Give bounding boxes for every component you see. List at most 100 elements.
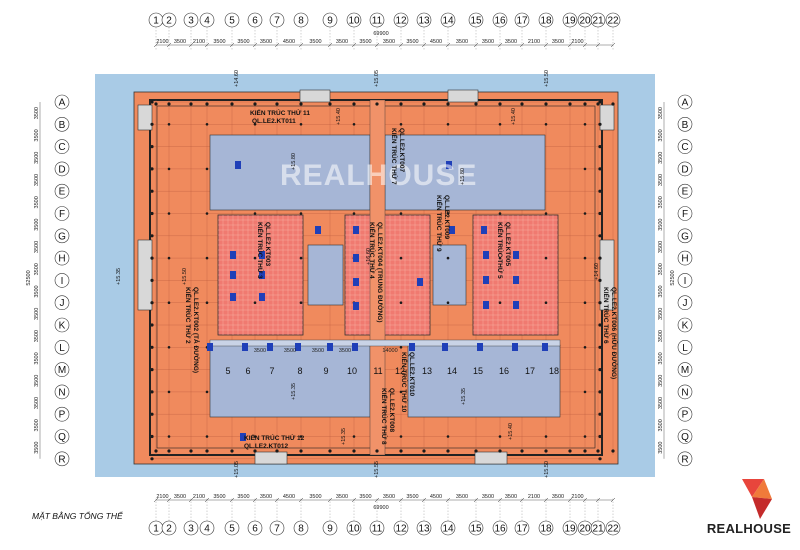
svg-text:22: 22 [607,524,619,535]
axis-bubble: C [677,139,693,154]
svg-text:QL.LE2.KT011: QL.LE2.KT011 [252,118,296,125]
total-width-bottom: 69900 [373,505,388,511]
svg-text:11: 11 [372,16,383,27]
axis-bubble: D [677,161,693,177]
courtyard-south-east [407,344,561,418]
dimension-label: 3500 [34,352,40,364]
svg-text:Q: Q [58,432,66,443]
elevation-tag: +15.35 [341,428,347,445]
svg-text:QL.LE2.KT006 (HỮU ĐƯỜNG): QL.LE2.KT006 (HỮU ĐƯỜNG) [610,287,619,379]
courtyard-south-west [209,344,371,418]
room-number: 6 [245,366,250,376]
svg-text:7: 7 [274,524,280,535]
label-kt006: KIẾN TRÚC THỨ 6 QL.LE2.KT006 (HỮU ĐƯỜNG) [602,287,619,379]
dimension-label: 4500 [430,39,442,45]
axis-bubble: N [677,384,693,400]
svg-text:5: 5 [229,524,235,535]
elevation-tag: +15.40 [508,423,514,440]
dimension-label: 3500 [658,196,664,208]
axis-bubble: I [54,273,70,288]
dimension-label: 3500 [34,219,40,231]
axis-bubble: M [54,362,70,377]
courtyard-north-east [384,134,546,211]
courtyards [209,134,561,418]
axis-bubble: 3 [183,520,199,536]
dimension-label: 3500 [482,39,494,45]
room-number: 16 [499,366,509,376]
dimension-label: 3500 [359,494,371,500]
axis-bubble: E [677,183,693,199]
elevation-tag: +15.50 [544,70,550,87]
svg-text:D: D [681,164,688,175]
gate-west [137,239,153,311]
elevation-tag: +15.40 [511,108,517,125]
svg-text:15: 15 [470,16,482,27]
svg-text:12: 12 [395,524,407,535]
axis-bubble: 11 [369,520,385,536]
svg-text:5: 5 [229,16,235,27]
dimension-label: 3500 [34,419,40,431]
svg-text:P: P [682,410,689,421]
svg-text:A: A [59,98,66,109]
dimension-label: 2100 [193,494,205,500]
dimension-label: 3500 [309,39,321,45]
axis-bubble: 2 [161,520,177,536]
dimension-label: 3500 [34,129,40,141]
svg-text:N: N [681,387,688,398]
svg-text:R: R [58,454,65,465]
svg-text:QL.LE2.KT008: QL.LE2.KT008 [388,388,395,432]
axis-bubble: 21 [590,12,606,28]
axis-bubble: A [677,94,693,110]
drawing-title: MẶT BẰNG TỔNG THỂ [32,511,123,521]
dimension-label: 3500 [336,39,348,45]
axis-bubble: N [54,384,70,400]
svg-text:10: 10 [348,16,360,27]
dimension-label: 3500 [658,375,664,387]
svg-text:E: E [682,187,689,198]
axis-bubble: 5 [224,12,240,28]
axis-bubble: F [677,206,693,221]
svg-text:KIẾN TRÚC THỨ 3: KIẾN TRÚC THỨ 3 [256,222,266,279]
dimension-label: 3500 [34,174,40,186]
dimension-label: 2100 [571,494,583,500]
svg-text:QL.LE2.KT007: QL.LE2.KT007 [398,128,405,172]
svg-text:12: 12 [395,16,407,27]
svg-text:21: 21 [592,524,604,535]
axis-bubble: 1 [148,12,164,28]
axis-bubble: 12 [393,520,409,536]
elevation-tag: +16.60 [366,248,372,265]
axis-bubble: 21 [590,520,606,536]
axis-bubble: K [54,317,70,333]
dimension-label: 3500 [456,494,468,500]
dimension-label: 3500 [34,152,40,164]
label-kt005: KIẾN TRÚC THỨ 5 QL.LE2.KT005 [496,222,511,279]
dimension-label: 3500 [482,494,494,500]
axis-bubble: 18 [538,12,554,28]
elevation-tag: +15.40 [336,108,342,125]
dimension-label: 3500 [34,442,40,454]
svg-text:QL.LE2.KT012: QL.LE2.KT012 [244,443,288,450]
elevation-tag: +15.80 [460,168,466,185]
label-kt012: KIẾN TRÚC THỨ 12 QL.LE2.KT012 [244,432,305,450]
axis-bubble: J [677,295,693,311]
svg-text:G: G [681,231,689,242]
dimension-label: 3500 [658,397,664,409]
dimension-chain-left: 3500350035003500350035003500350035003500… [34,102,41,459]
svg-text:9: 9 [327,524,333,535]
dimension-label: 3500 [309,494,321,500]
svg-text:4: 4 [204,524,210,535]
courtyard-north-west [209,134,371,211]
dimension-label: 3500 [34,308,40,320]
room-number: 5 [225,366,230,376]
axis-bubble: 22 [605,12,621,28]
svg-text:KIẾN TRÚC THỨ 9: KIẾN TRÚC THỨ 9 [435,195,445,252]
elevation-tag: +15.50 [544,461,550,478]
svg-text:2: 2 [166,16,172,27]
gate-south-west [254,451,288,465]
gate-nw-corner [137,104,153,131]
axis-bubble: 14 [440,520,456,536]
svg-text:A: A [682,98,689,109]
svg-text:KIẾN TRÚC THỨ 2: KIẾN TRÚC THỨ 2 [184,287,194,344]
